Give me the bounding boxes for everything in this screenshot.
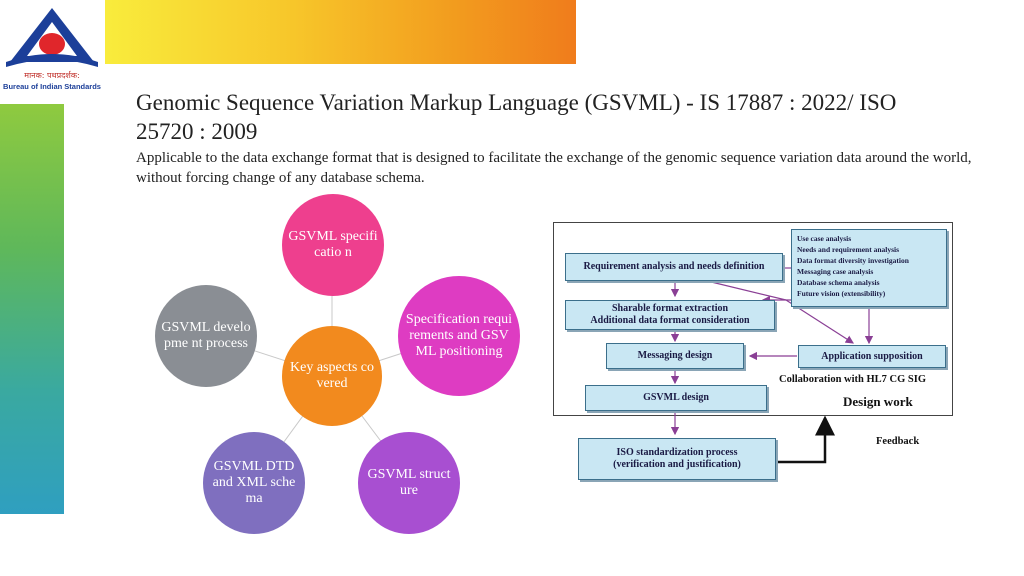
bis-logo: मानक: पथप्रदर्शक: Bureau of Indian Stand… bbox=[0, 0, 104, 100]
gsvml-development-flow: Requirement analysis and needs definitio… bbox=[553, 222, 983, 492]
box-gsvml-design: GSVML design bbox=[585, 385, 767, 411]
left-gradient-bar bbox=[0, 104, 64, 514]
box-iso-standardization: ISO standardization process (verificatio… bbox=[578, 438, 776, 480]
sharable-format-line1: Sharable format extraction bbox=[611, 303, 729, 314]
use-case-item: Needs and requirement analysis bbox=[797, 245, 900, 254]
box-application-supposition: Application supposition bbox=[798, 345, 946, 368]
box-requirement-analysis: Requirement analysis and needs definitio… bbox=[565, 253, 783, 281]
node-gsvml-dtd-xml-schema: GSVML DTD and XML schema bbox=[203, 432, 305, 534]
sharable-format-line2: Additional data format consideration bbox=[590, 315, 750, 326]
key-aspects-diagram: GSVML specificatio n Specification requi… bbox=[140, 190, 540, 550]
use-case-item: Data format diversity investigation bbox=[797, 256, 909, 265]
use-case-item: Future vision (extensibility) bbox=[797, 289, 886, 298]
iso-line2: (verification and justification) bbox=[613, 459, 741, 470]
use-case-item: Database schema analysis bbox=[797, 278, 880, 287]
top-gradient-banner bbox=[105, 0, 576, 64]
node-gsvml-structure: GSVML structure bbox=[358, 432, 460, 534]
feedback-label: Feedback bbox=[876, 436, 920, 447]
box-messaging-design: Messaging design bbox=[606, 343, 744, 369]
use-case-item: Use case analysis bbox=[797, 234, 852, 243]
logo-hindi-text: मानक: पथप्रदर्शक: bbox=[24, 70, 79, 80]
logo-english-text: Bureau of Indian Standards bbox=[3, 82, 101, 91]
center-key-aspects: Key aspects covered bbox=[282, 326, 382, 426]
use-case-list: Use case analysis Needs and requirement … bbox=[791, 229, 947, 307]
use-case-item: Messaging case analysis bbox=[797, 267, 874, 276]
slide-subtitle: Applicable to the data exchange format t… bbox=[136, 150, 972, 186]
iso-line1: ISO standardization process bbox=[616, 447, 738, 458]
node-gsvml-specification: GSVML specificatio n bbox=[282, 194, 384, 296]
slide-title: Genomic Sequence Variation Markup Langua… bbox=[136, 90, 897, 144]
collaboration-note: Collaboration with HL7 CG SIG bbox=[779, 374, 927, 385]
box-sharable-format: Sharable format extraction Additional da… bbox=[565, 300, 775, 330]
node-specification-requirements: Specification requirements and GSVML pos… bbox=[398, 276, 520, 396]
node-gsvml-development-process: GSVML developme nt process bbox=[155, 285, 257, 387]
design-work-label: Design work bbox=[843, 394, 913, 409]
